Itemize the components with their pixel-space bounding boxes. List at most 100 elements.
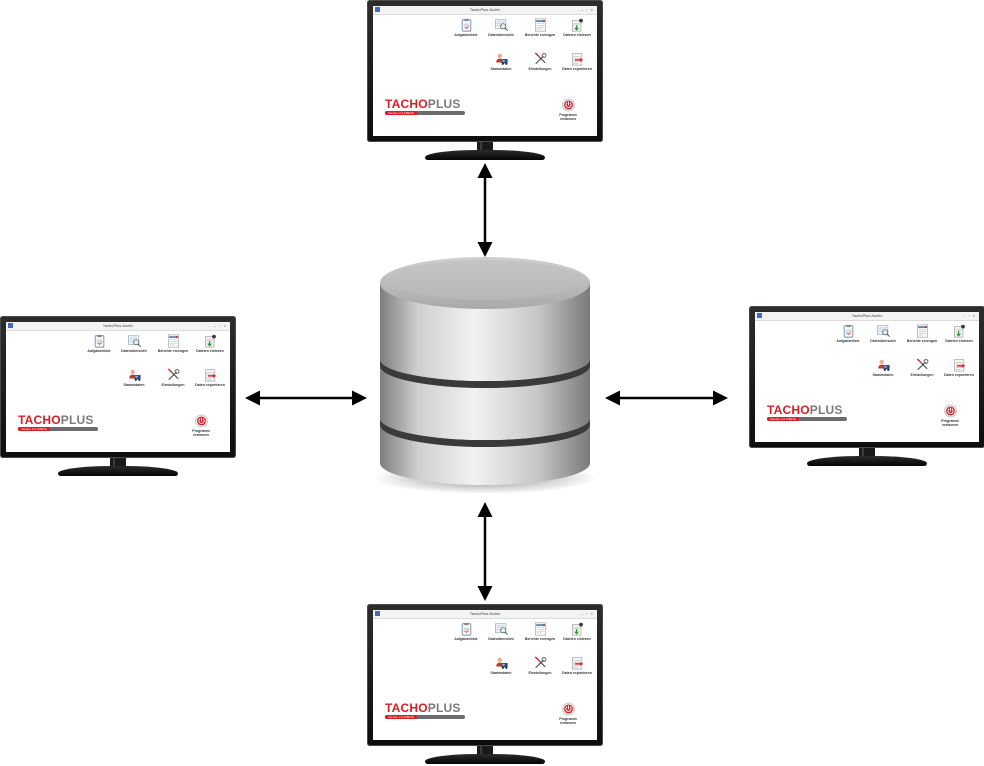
logo-part2: PLUS [60,413,94,427]
tachoplus-logo: TACHOPLUS Version 2.2.0 BETA [385,702,475,719]
logo-part2: PLUS [809,403,843,417]
report-icon [167,334,179,348]
monitor-stand-neck [859,448,875,458]
tile-report[interactable]: Berichte erzeugen [905,324,939,343]
tile-tools[interactable]: Einstellungen [523,656,557,675]
export-icon [953,359,965,372]
tile-download-card[interactable]: Dateien einlesen [942,324,976,343]
power-icon [561,702,575,716]
tile-driver-truck[interactable]: Stammdaten [484,52,518,71]
tile-export[interactable]: Daten exportieren [193,368,227,387]
tile-label: Daten exportieren [562,671,592,675]
window-titlebar: TachoPlus Archiv – ▫ × [755,312,979,321]
app-icon [757,313,762,318]
exit-label: Programm verlassen [559,113,577,121]
magnifier-document-icon [876,325,890,338]
window-controls[interactable]: – ▫ × [213,323,227,328]
report-icon [916,324,928,338]
monitor-stand-neck [477,142,493,152]
logo-part1: TACHO [767,403,810,417]
tile-magnifier-document[interactable]: Datenübersicht [117,334,151,353]
exit-program-button[interactable]: Programm verlassen [933,404,967,427]
magnifier-document-icon [494,623,508,636]
window-title: TachoPlus Archiv [469,611,501,616]
tile-label: Stammdaten [490,671,512,675]
logo-version: Version 2.2.0 BETA [385,715,417,719]
tools-icon [916,358,928,371]
tile-label: Stammdaten [872,373,894,377]
database-ring-lower [380,418,590,447]
driver-truck-icon [495,53,508,65]
tile-tools[interactable]: Einstellungen [905,358,939,377]
clipboard-icon [461,18,471,32]
database-lid-highlight [389,260,581,300]
tile-label: Berichte erzeugen [524,637,556,641]
window-controls[interactable]: – ▫ × [580,611,594,616]
database-segment-middle [380,366,590,440]
logo-part2: PLUS [427,701,461,715]
tachoplus-logo: TACHOPLUS Version 2.2.0 BETA [385,98,475,115]
tile-download-card[interactable]: Dateien einlesen [560,18,594,37]
tile-download-card[interactable]: Dateien einlesen [560,622,594,641]
tile-report[interactable]: Berichte erzeugen [523,18,557,37]
power-icon [943,404,957,418]
database-ring-upper [380,359,590,388]
tile-clipboard[interactable]: Aufgabenliste [82,334,116,353]
monitor-stand-neck [477,746,493,756]
tile-label: Einstellungen [910,373,934,377]
tile-tools[interactable]: Einstellungen [156,368,190,387]
tile-label: Einstellungen [161,383,185,387]
exit-program-button[interactable]: Programm verlassen [551,702,585,725]
tile-clipboard[interactable]: Aufgabenliste [449,622,483,641]
tile-export[interactable]: Daten exportieren [560,52,594,71]
tools-icon [534,656,546,669]
tile-label: Berichte erzeugen [906,339,938,343]
clipboard-icon [94,334,104,348]
tile-driver-truck[interactable]: Stammdaten [484,656,518,675]
tile-report[interactable]: Berichte erzeugen [523,622,557,641]
driver-truck-icon [877,359,890,371]
tile-clipboard[interactable]: Aufgabenliste [831,324,865,343]
app-icon [375,611,380,616]
tile-tools[interactable]: Einstellungen [523,52,557,71]
logo-part1: TACHO [385,701,428,715]
exit-program-button[interactable]: Programm verlassen [551,98,585,121]
tile-magnifier-document[interactable]: Datenübersicht [484,622,518,641]
window-controls[interactable]: – ▫ × [962,313,976,318]
driver-truck-icon [495,657,508,669]
export-icon [571,53,583,66]
logo-bar: Version 2.2.0 BETA [385,715,465,719]
tile-driver-truck[interactable]: Stammdaten [866,358,900,377]
export-icon [571,657,583,670]
app-icon [375,7,380,12]
monitor-stand-base [807,456,927,466]
tile-export[interactable]: Daten exportieren [560,656,594,675]
tile-magnifier-document[interactable]: Datenübersicht [866,324,900,343]
tile-clipboard[interactable]: Aufgabenliste [449,18,483,37]
tile-export[interactable]: Daten exportieren [942,358,976,377]
tile-label: Daten exportieren [195,383,225,387]
exit-label: Programm verlassen [941,419,959,427]
tile-download-card[interactable]: Dateien einlesen [193,334,227,353]
tile-label: Berichte erzeugen [157,349,189,353]
window-titlebar: TachoPlus Archiv – ▫ × [6,322,230,331]
tile-label: Dateien einlesen [196,349,224,353]
report-icon [534,18,546,32]
clipboard-icon [843,324,853,338]
exit-program-button[interactable]: Programm verlassen [184,414,218,437]
tile-magnifier-document[interactable]: Datenübersicht [484,18,518,37]
tile-driver-truck[interactable]: Stammdaten [117,368,151,387]
tile-label: Dateien einlesen [563,637,591,641]
tile-label: Datenübersicht [488,637,514,641]
logo-version: Version 2.2.0 BETA [385,111,417,115]
tile-report[interactable]: Berichte erzeugen [156,334,190,353]
monitor-stand-base [58,466,178,476]
window-controls[interactable]: – ▫ × [580,7,594,12]
report-icon [534,622,546,636]
database-segment-top [380,283,590,381]
